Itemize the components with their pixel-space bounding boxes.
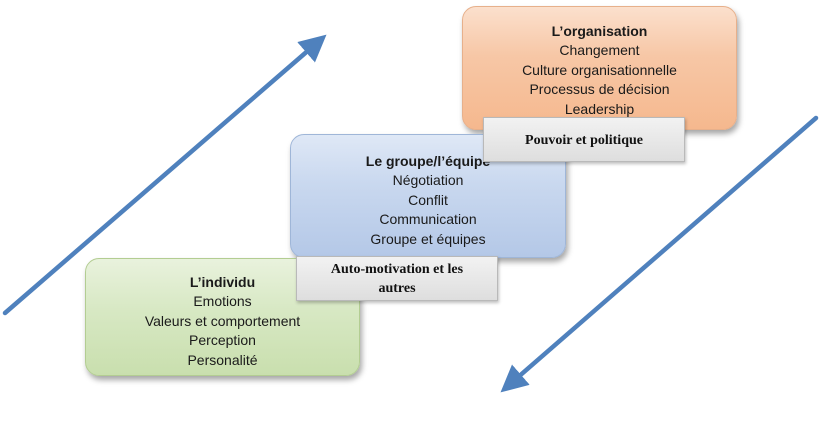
individu-item: Valeurs et comportement (144, 312, 301, 329)
auto-motivation-label: Auto-motivation et les autres (296, 256, 498, 301)
organisation-item: Changement (559, 42, 640, 58)
groupe-item: Groupe et équipes (370, 230, 486, 247)
groupe-item: Négotiation (392, 172, 464, 188)
organisation-title: L’organisation (551, 23, 648, 39)
organisation-item: Culture organisationnelle (522, 61, 677, 78)
downward-arrow (500, 115, 819, 393)
individu-item: Personalité (187, 351, 258, 368)
individu-item: Emotions (193, 293, 252, 309)
groupe-item: Conflit (408, 191, 448, 208)
organisation-item: Leadership (564, 100, 635, 117)
organisation-box: L’organisation Changement Culture organi… (462, 6, 737, 130)
upward-arrow (2, 34, 327, 316)
groupe-box: Le groupe/l’équipe Négotiation Conflit C… (290, 134, 566, 258)
individu-title: L’individu (189, 274, 256, 290)
groupe-item: Communication (379, 211, 477, 227)
individu-item: Perception (189, 332, 256, 348)
organisation-item: Processus de décision (529, 81, 670, 97)
pouvoir-label: Pouvoir et politique (483, 117, 685, 162)
individu-box: L’individu Emotions Valeurs et comportem… (85, 258, 360, 376)
groupe-title: Le groupe/l’équipe (365, 153, 491, 169)
